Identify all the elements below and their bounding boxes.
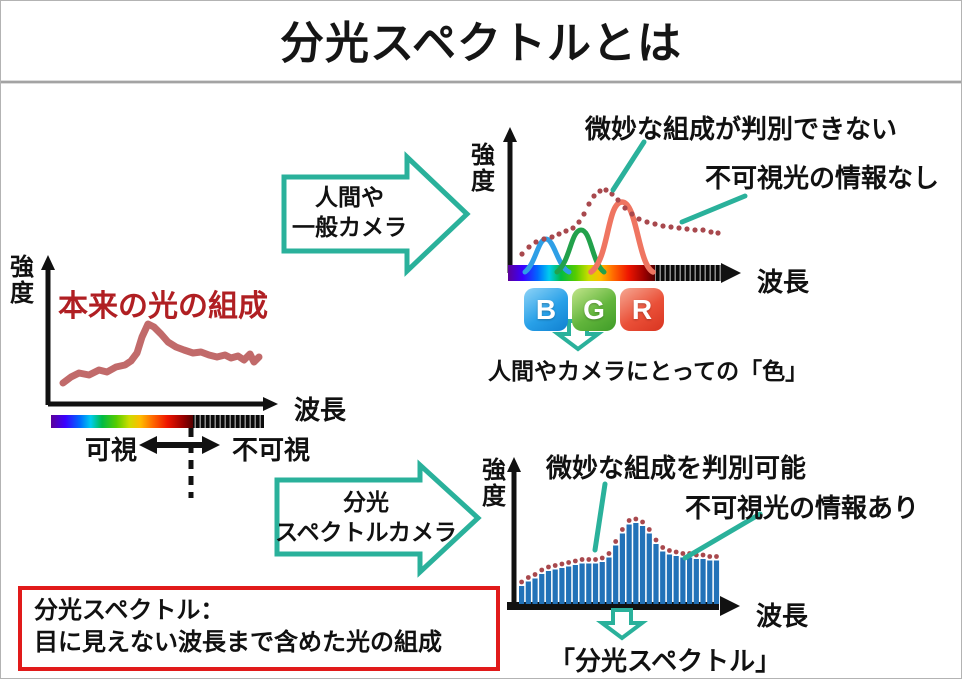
title-divider (1, 81, 961, 83)
spectral-arrow-label: 分光 スペクトルカメラ (271, 488, 461, 548)
rgb-chart-axes (503, 127, 517, 273)
spectrum-bar (579, 563, 585, 604)
rgb-spectrum-invisible-bar (655, 265, 722, 281)
original-light-label: 本来の光の組成 (58, 290, 268, 323)
invisible-label: 不可視 (232, 435, 311, 465)
spectrum-bar (680, 557, 686, 604)
rgb-spectrum-visible-bar (508, 265, 655, 281)
spectrum-bar (633, 523, 639, 604)
spectrum-bar (539, 574, 545, 604)
spectrum-bar (626, 524, 632, 604)
spectral-arrow-line1: 分光 (343, 489, 389, 515)
spectrum-bar (713, 560, 720, 604)
spectrum-bar (687, 557, 693, 604)
spectrum-bar (552, 569, 558, 604)
spectrum-bar (673, 556, 679, 604)
left-y-axis-label: 強度 (10, 254, 34, 308)
rgb-y-axis-label: 強度 (471, 142, 495, 196)
spectrum-bar (660, 551, 666, 604)
original-light-curve (59, 320, 263, 387)
spectrum-bar (532, 578, 538, 604)
definition-line2: 目に見えない波長まで含めた光の組成 (34, 629, 442, 657)
left-spectrum-invisible-bar (193, 415, 264, 428)
rgb-x-axis-label: 波長 (757, 267, 810, 297)
channel-box-b: B (524, 288, 568, 331)
spectrum-bar (519, 586, 525, 604)
spectrum-bar (700, 559, 706, 604)
spectrum-bar (599, 562, 605, 604)
spectrum-bar (559, 568, 565, 604)
spectrum-bar (693, 559, 699, 604)
rgb-annotation-pointers (610, 139, 748, 225)
spectral-x-axis-label: 波長 (756, 601, 809, 631)
spectral-y-axis-label: 強度 (482, 457, 506, 511)
spectral-flow-arrow (274, 459, 482, 578)
spectrum-bar (545, 571, 552, 604)
page-title: 分光スペクトルとは (280, 19, 682, 68)
definition-line1: 分光スペクトル： (34, 597, 225, 624)
green-channel-curve (554, 227, 607, 275)
spectral-down-arrow (596, 608, 648, 641)
spectral-caption: 「分光スペクトル」 (549, 646, 782, 676)
spectrum-bar (572, 565, 578, 604)
camera-flow-arrow (281, 151, 471, 277)
camera-arrow-line1: 人間や (315, 184, 384, 210)
camera-arrow-label: 人間や 一般カメラ (282, 183, 417, 243)
spectrum-bar (707, 560, 713, 604)
spectral-annotation-right: 不可視光の情報あり (685, 493, 920, 523)
spectrum-bar (525, 581, 531, 604)
original-light-dotted-curve (519, 187, 721, 257)
rgb-caption: 人間やカメラにとっての「色」 (488, 358, 809, 384)
left-chart-axes (41, 255, 278, 411)
spectral-arrow-line2: スペクトルカメラ (275, 518, 457, 545)
spectral-annotation-pointers (592, 481, 763, 561)
left-spectrum-visible-bar (51, 415, 193, 428)
spectrum-bars (519, 516, 720, 604)
spectrum-bar (566, 566, 572, 604)
red-channel-curve (588, 199, 656, 275)
visible-label: 可視 (85, 435, 138, 465)
spectrum-bar (639, 526, 646, 604)
spectrum-bar (592, 563, 599, 604)
rgb-x-axis-arrowhead (721, 263, 741, 283)
channel-box-g: G (572, 288, 616, 331)
spectrum-bar (586, 563, 592, 604)
spectral-chart-axes (507, 457, 740, 616)
spectrum-bar (619, 533, 625, 604)
spectrum-bar (606, 557, 612, 604)
visible-invisible-arrow (139, 436, 220, 454)
left-x-axis-label: 波長 (294, 395, 347, 425)
rgb-annotation-right: 不可視光の情報なし (705, 163, 940, 193)
spectrum-bar (646, 533, 652, 604)
camera-arrow-line2: 一般カメラ (292, 213, 407, 240)
spectral-annotation-top: 微妙な組成を判別可能 (546, 453, 807, 483)
spectrum-bar (613, 545, 619, 604)
channel-box-r: R (620, 288, 664, 331)
spectrum-bar (666, 554, 673, 604)
definition-box: 分光スペクトル： 目に見えない波長まで含めた光の組成 (18, 586, 500, 671)
rgb-annotation-top: 微妙な組成が判別できない (585, 114, 898, 144)
spectrum-bar (653, 544, 659, 604)
